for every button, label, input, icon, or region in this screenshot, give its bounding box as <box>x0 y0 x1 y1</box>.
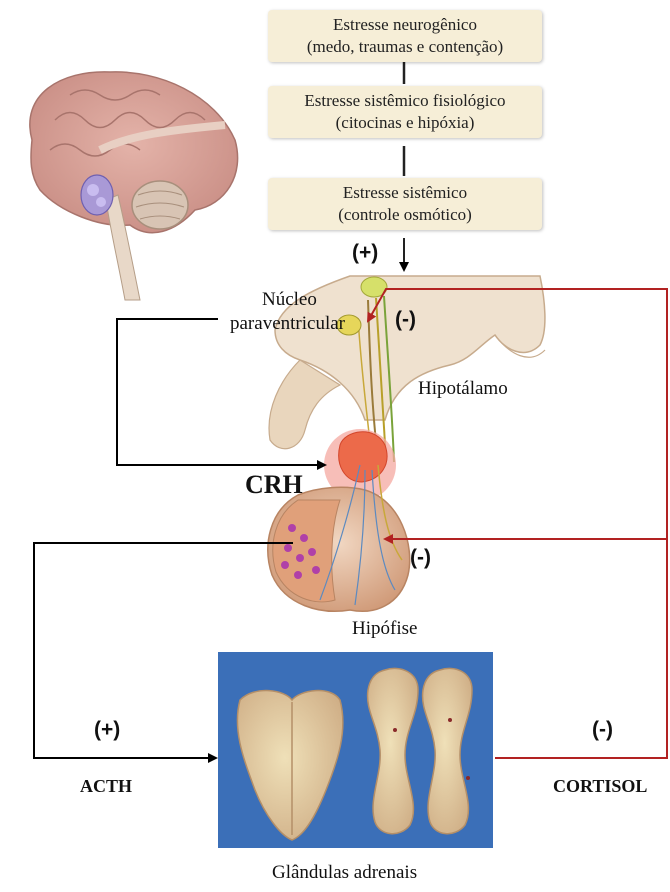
hypothalamus-feedback-minus: (-) <box>395 308 416 332</box>
acth-label: ACTH <box>80 776 132 797</box>
brain-illustration <box>30 72 238 300</box>
crh-label: CRH <box>245 470 303 500</box>
physiological-stress-box: Estresse sistêmico fisiológico (citocina… <box>268 86 542 138</box>
acth-plus-sign: (+) <box>94 718 120 742</box>
pituitary-illustration <box>268 429 410 611</box>
nucleo-label-line2: paraventricular <box>230 313 345 335</box>
box-line-2: (controle osmótico) <box>338 204 472 226</box>
box-line-2: (medo, traumas e contenção) <box>307 36 503 58</box>
stress-plus-sign: (+) <box>352 241 378 265</box>
hipotalamo-label: Hipotálamo <box>418 378 508 400</box>
adrenal-glands-photo <box>218 652 493 848</box>
glandulas-label: Glândulas adrenais <box>272 862 417 884</box>
cortisol-label: CORTISOL <box>553 776 647 797</box>
box-line-2: (citocinas e hipóxia) <box>336 112 475 134</box>
neurogenic-stress-box: Estresse neurogênico (medo, traumas e co… <box>268 10 542 62</box>
hipofise-label: Hipófise <box>352 618 417 640</box>
nucleo-label-line1: Núcleo <box>262 289 317 311</box>
box-line-1: Estresse sistêmico <box>343 182 467 204</box>
pituitary-feedback-minus: (-) <box>410 546 431 570</box>
cortisol-minus-sign: (-) <box>592 718 613 742</box>
osmotic-stress-box: Estresse sistêmico (controle osmótico) <box>268 178 542 230</box>
box-line-1: Estresse neurogênico <box>333 14 477 36</box>
box-line-1: Estresse sistêmico fisiológico <box>304 90 505 112</box>
